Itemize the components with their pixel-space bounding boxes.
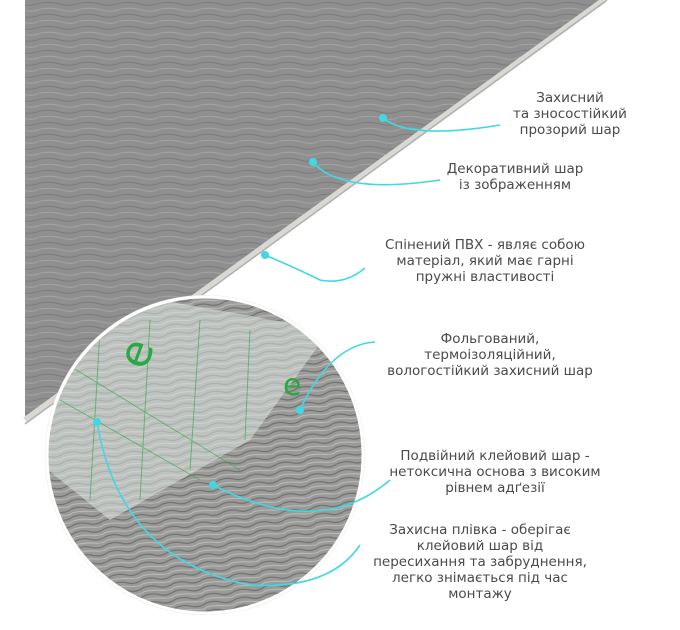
label-protective-layer: Захисний та зносостійкий прозорий шар <box>513 90 627 138</box>
label-protective-film: Захисна плівка - оберігає клейовий шар в… <box>373 522 587 602</box>
zoom-circle: e e <box>45 295 365 615</box>
label-decorative-layer: Декоративний шар із зображенням <box>446 161 584 193</box>
connector-lines <box>96 117 501 587</box>
label-foil-layer: Фольгований, термоізоляційний, вологості… <box>387 331 593 379</box>
label-foamed-pvc: Спінений ПВХ - являє собою матеріал, яки… <box>384 237 586 285</box>
label-adhesive-layer: Подвійний клейовий шар - нетоксична осно… <box>389 448 601 496</box>
connector-dots <box>93 114 387 489</box>
svg-text:e: e <box>283 368 301 403</box>
